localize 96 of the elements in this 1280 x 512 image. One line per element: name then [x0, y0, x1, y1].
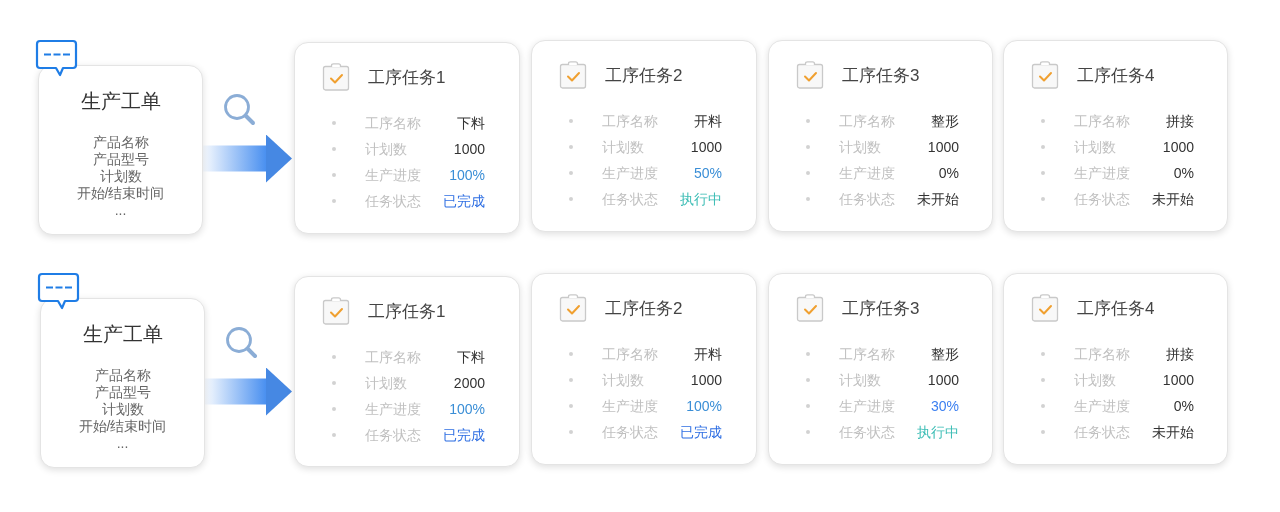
field-label: 任务状态: [839, 190, 895, 209]
field-value: 2000: [453, 374, 485, 393]
field-value: 已完成: [680, 423, 722, 442]
field-value: 开料: [694, 112, 722, 131]
field-value: 1000: [1162, 138, 1194, 157]
field-value: 执行中: [917, 423, 959, 442]
body-text: ...: [114, 202, 127, 219]
field-value: 1000: [690, 371, 722, 390]
card-title: 工序任务2: [605, 65, 683, 87]
field-value: 100%: [686, 397, 722, 416]
field-label: 生产进度: [1074, 164, 1130, 183]
field-label: 任务状态: [1074, 423, 1130, 442]
field-label: 计划数: [602, 371, 644, 390]
card-title: 生产工单: [82, 322, 163, 347]
field-value: 1000: [927, 138, 959, 157]
field-value: 拼接: [1166, 345, 1194, 364]
task-card: [294, 276, 520, 467]
field-label: 计划数: [839, 138, 881, 157]
field-value: 1000: [453, 140, 485, 159]
field-label: 计划数: [1074, 138, 1116, 157]
field-label: 生产进度: [602, 397, 658, 416]
field-label: 工序名称: [1074, 345, 1130, 364]
field-value: 0%: [938, 164, 959, 183]
field-label: 计划数: [602, 138, 644, 157]
task-card: [531, 273, 757, 465]
field-label: 工序名称: [602, 112, 658, 131]
work-order-card: [40, 298, 205, 468]
field-value: 0%: [1173, 164, 1194, 183]
field-value: 1000: [927, 371, 959, 390]
body-text: 计划数: [101, 401, 144, 418]
card-title: 工序任务4: [1077, 65, 1155, 87]
field-value: 拼接: [1166, 112, 1194, 131]
task-card: [768, 273, 993, 465]
card-title: 工序任务1: [368, 67, 446, 89]
field-label: 任务状态: [365, 426, 421, 445]
field-label: 工序名称: [839, 112, 895, 131]
body-text: 产品型号: [94, 384, 151, 401]
arrow: [205, 367, 292, 416]
field-label: 工序名称: [839, 345, 895, 364]
field-value: 整形: [931, 112, 959, 131]
field-value: 执行中: [680, 190, 722, 209]
body-text: ...: [116, 435, 129, 452]
field-label: 任务状态: [1074, 190, 1130, 209]
field-label: 工序名称: [365, 348, 421, 367]
card-title: 生产工单: [80, 89, 161, 114]
field-label: 生产进度: [839, 397, 895, 416]
task-card: [768, 40, 993, 232]
card-title: 工序任务3: [842, 65, 920, 87]
task-card: [1003, 273, 1228, 465]
body-text: 产品型号: [92, 151, 149, 168]
field-value: 开料: [694, 345, 722, 364]
card-title: 工序任务1: [368, 301, 446, 323]
card-title: 工序任务2: [605, 298, 683, 320]
field-label: 任务状态: [602, 190, 658, 209]
field-value: 1000: [690, 138, 722, 157]
field-label: 任务状态: [839, 423, 895, 442]
field-value: 100%: [449, 166, 485, 185]
task-card: [1003, 40, 1228, 232]
field-label: 计划数: [839, 371, 881, 390]
body-text: 产品名称: [94, 367, 151, 384]
field-value: 下料: [457, 114, 485, 133]
field-label: 工序名称: [365, 114, 421, 133]
field-value: 100%: [449, 400, 485, 419]
field-value: 已完成: [443, 426, 485, 445]
field-label: 任务状态: [602, 423, 658, 442]
field-label: 生产进度: [602, 164, 658, 183]
field-value: 未开始: [1152, 423, 1194, 442]
field-label: 计划数: [365, 140, 407, 159]
arrow: [203, 134, 292, 183]
field-value: 1000: [1162, 371, 1194, 390]
body-text: 开始/结束时间: [78, 418, 167, 435]
body-text: 产品名称: [92, 134, 149, 151]
work-order-card: [38, 65, 203, 235]
body-text: 开始/结束时间: [76, 185, 165, 202]
field-label: 生产进度: [365, 166, 421, 185]
field-label: 生产进度: [365, 400, 421, 419]
field-label: 工序名称: [1074, 112, 1130, 131]
field-value: 0%: [1173, 397, 1194, 416]
field-value: 50%: [693, 164, 722, 183]
task-card: [294, 42, 520, 234]
field-value: 未开始: [917, 190, 959, 209]
field-label: 任务状态: [365, 192, 421, 211]
field-label: 生产进度: [839, 164, 895, 183]
field-value: 已完成: [443, 192, 485, 211]
field-label: 计划数: [365, 374, 407, 393]
task-card: [531, 40, 757, 232]
field-value: 整形: [931, 345, 959, 364]
field-label: 生产进度: [1074, 397, 1130, 416]
card-title: 工序任务3: [842, 298, 920, 320]
body-text: 计划数: [99, 168, 142, 185]
field-value: 30%: [930, 397, 959, 416]
field-label: 计划数: [1074, 371, 1116, 390]
field-value: 下料: [457, 348, 485, 367]
card-title: 工序任务4: [1077, 298, 1155, 320]
field-label: 工序名称: [602, 345, 658, 364]
field-value: 未开始: [1152, 190, 1194, 209]
